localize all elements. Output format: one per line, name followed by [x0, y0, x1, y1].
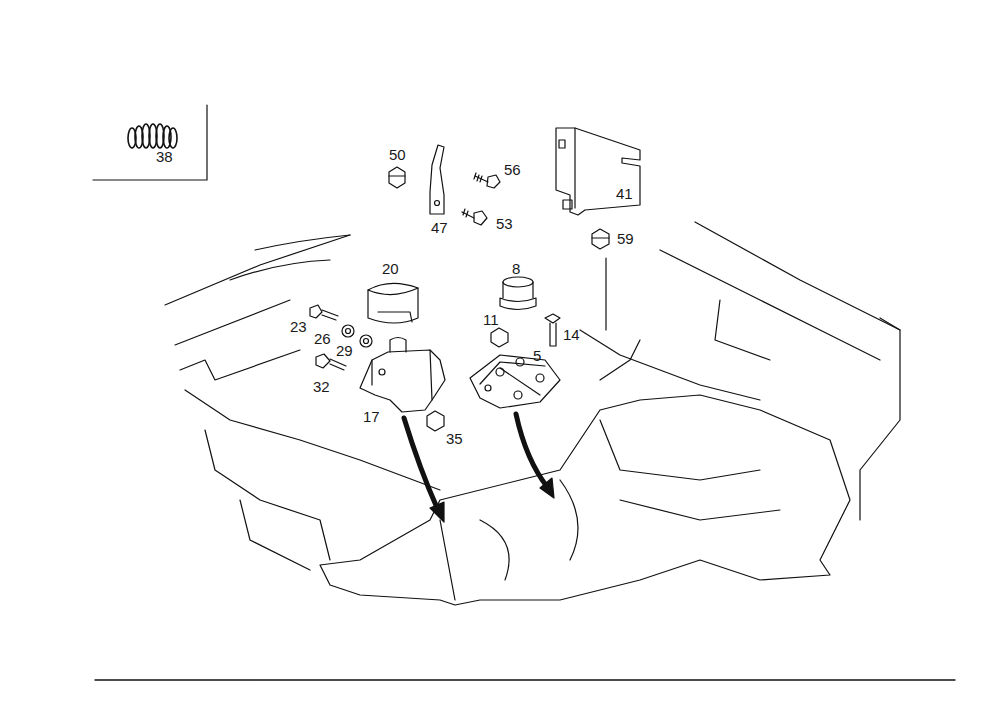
- callout-number: 41: [616, 185, 633, 202]
- callout-number: 56: [504, 161, 521, 178]
- callout-number: 47: [431, 219, 448, 236]
- callout-number: 20: [382, 260, 399, 277]
- callout-number: 11: [483, 311, 499, 328]
- callout-number: 5: [533, 347, 541, 364]
- callout-number: 32: [313, 378, 330, 395]
- callout-number: 38: [156, 148, 173, 165]
- callout-number: 8: [512, 260, 520, 277]
- callout-number: 50: [389, 146, 406, 163]
- callout-number: 14: [563, 326, 580, 343]
- callout-number: 53: [496, 215, 513, 232]
- callout-number: 29: [336, 342, 353, 359]
- callout-number: 26: [314, 330, 331, 347]
- callout-number: 17: [363, 408, 380, 425]
- callout-number: 59: [617, 230, 634, 247]
- callout-number: 23: [290, 318, 307, 335]
- callout-number: 35: [446, 430, 463, 447]
